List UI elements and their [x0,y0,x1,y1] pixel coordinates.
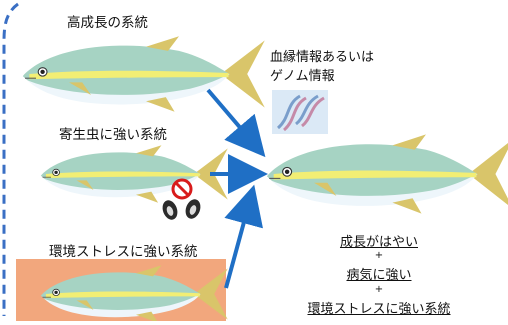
dashed-border [2,2,19,316]
dna-icon [272,90,328,134]
arrow-high-growth [206,88,266,158]
result-line3: 環境ストレスに強い系統 [307,302,451,317]
fish-parasite-resistant [40,144,229,204]
fish-result [266,133,508,215]
label-parasite: 寄生虫に強い系統 [59,127,167,143]
arrow-stress [224,184,263,289]
result-line1: 成長がはやい [339,235,418,250]
label-high-growth: 高成長の系統 [67,15,148,31]
parasite-icon [162,199,201,220]
label-info-line2: ゲノム情報 [270,69,335,84]
result-plus2: + [374,284,384,295]
no-entry-icon [171,178,193,200]
fish-high-growth [22,35,266,113]
result-line2: 病気に強い [346,268,412,283]
label-stress: 環境ストレスに強い系統 [49,244,198,260]
result-plus1: + [374,250,384,261]
label-info-line1: 血縁情報あるいは [270,50,375,65]
